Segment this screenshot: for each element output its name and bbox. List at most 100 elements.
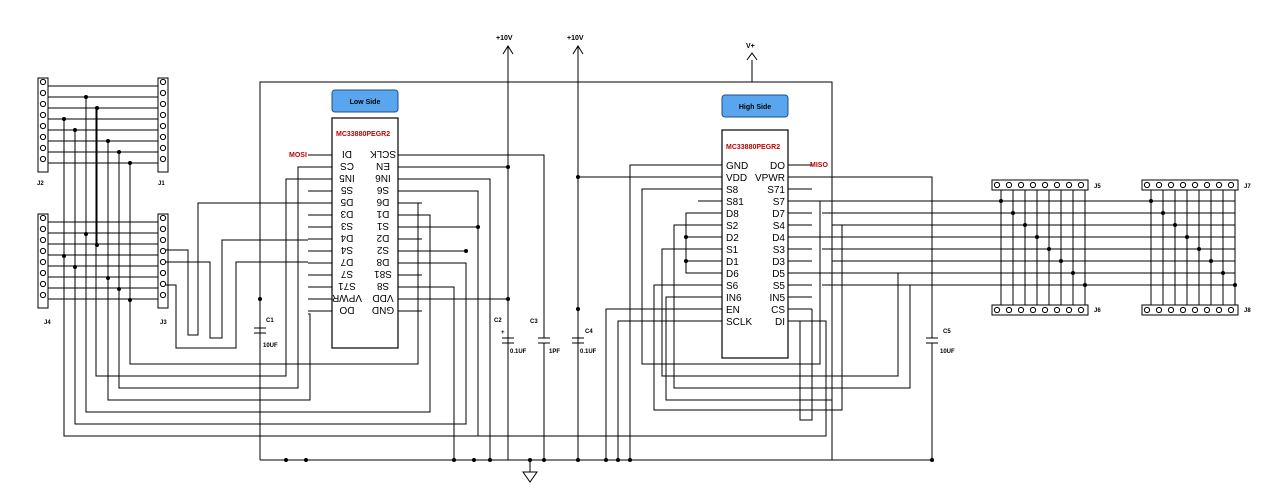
low-side-pin-left: IN5 — [339, 172, 355, 183]
c4-ref: C4 — [585, 329, 593, 335]
junction-dot — [1035, 235, 1039, 239]
high-side-pin-left: D6 — [726, 269, 739, 280]
junction-dot — [506, 297, 510, 301]
junction-dot — [576, 175, 580, 179]
connector-pad — [39, 100, 47, 108]
low-side-pin-left: S71 — [338, 280, 356, 291]
j6-label: J6 — [1094, 308, 1101, 314]
low-side-pin-right: S2 — [376, 244, 389, 255]
low-side-pin-left: VPWR — [332, 292, 362, 303]
c2-value: 0.1UF — [510, 349, 527, 355]
high-side-pin-left: S81 — [726, 197, 744, 208]
junction-dot — [452, 458, 456, 462]
low-side-pin-right: D1 — [376, 208, 389, 219]
connector-pad — [39, 247, 47, 255]
connector-pad — [1191, 181, 1199, 189]
connector-pad — [1215, 306, 1223, 314]
low-side-pin-right: GND — [372, 304, 394, 315]
connector-pad — [1155, 181, 1163, 189]
junction-dot — [930, 458, 934, 462]
low-side-pin-right: D6 — [376, 196, 389, 207]
junction-dot — [304, 458, 308, 462]
connector-pad — [39, 78, 47, 86]
routing — [63, 97, 1235, 462]
connector-pad — [159, 225, 167, 233]
connector-pad — [159, 214, 167, 222]
connector-pad — [1053, 181, 1061, 189]
connector-pad — [159, 133, 167, 141]
junction-dot — [1047, 247, 1051, 251]
high-side-pin-right: VPWR — [755, 173, 785, 184]
low-side-pin-right: S81 — [374, 268, 392, 279]
junction-dot — [488, 458, 492, 462]
connector-pad — [1065, 181, 1073, 189]
junction-dot — [628, 458, 632, 462]
high-side-pin-right: S71 — [767, 185, 785, 196]
connector-pad — [39, 133, 47, 141]
low-side-pin-right: D8 — [376, 256, 389, 267]
high-side-pin-left: D1 — [726, 257, 739, 268]
junction-dot — [1209, 259, 1213, 263]
high-side-chip: High Side MC33880PEGR2 GNDVDDS8S81D8S2D2… — [698, 94, 812, 359]
connector-pad — [1227, 181, 1235, 189]
junction-dot — [576, 458, 580, 462]
j7-label: J7 — [1244, 184, 1251, 190]
low-side-pin-right: VDD — [372, 292, 393, 303]
low-side-pin-left: DO — [339, 304, 354, 315]
junction-dot — [1149, 199, 1153, 203]
connector-pad — [159, 247, 167, 255]
c5-ref: C5 — [943, 329, 951, 335]
svg-text:+: + — [501, 330, 505, 336]
high-side-pin-right: S5 — [773, 281, 786, 292]
low-side-pin-right: S1 — [376, 220, 389, 231]
connector-pad — [1005, 181, 1013, 189]
connector-pad — [159, 122, 167, 130]
junction-dot — [616, 458, 620, 462]
low-side-badge: Low Side — [350, 99, 381, 106]
high-side-pin-left: S2 — [726, 221, 739, 232]
connector-pad — [39, 280, 47, 288]
high-side-pin-right: DI — [775, 317, 785, 328]
connector-pad — [1203, 181, 1211, 189]
j2-label: J2 — [37, 181, 44, 187]
junction-dot — [1059, 259, 1063, 263]
high-side-pin-left: SCLK — [726, 317, 752, 328]
connector-pad — [159, 100, 167, 108]
capacitors: + — [254, 300, 938, 462]
connector-pad — [159, 269, 167, 277]
connector-pad — [1155, 306, 1163, 314]
connector-pad — [1191, 306, 1199, 314]
connector-pad — [39, 225, 47, 233]
connector-pad — [39, 89, 47, 97]
connector-j5 — [991, 179, 1089, 191]
mosi-label: MOSI — [289, 152, 307, 159]
connector-pad — [159, 258, 167, 266]
connector-pad — [1077, 181, 1085, 189]
low-side-pin-left: S3 — [340, 220, 353, 231]
junction-dot — [576, 307, 580, 311]
junction-dot — [684, 259, 688, 263]
high-side-pin-right: D7 — [772, 209, 785, 220]
high-side-pin-left: EN — [726, 305, 740, 316]
connector-j8 — [1141, 304, 1239, 316]
connector-pad — [1053, 306, 1061, 314]
connector-pad — [1017, 181, 1025, 189]
connector-pad — [159, 291, 167, 299]
c3-value: 1PF — [549, 349, 560, 355]
junction-dot — [1011, 211, 1015, 215]
low-side-pin-left: DI — [342, 148, 352, 159]
high-side-pin-right: IN5 — [769, 293, 785, 304]
high-side-pin-left: VDD — [726, 173, 747, 184]
connector-pad — [1029, 181, 1037, 189]
high-side-pin-right: S4 — [773, 221, 786, 232]
v10-label-left: +10V — [496, 35, 513, 42]
miso-label: MISO — [810, 162, 828, 169]
c3-ref: C3 — [530, 319, 538, 325]
low-side-pin-left: D4 — [340, 232, 353, 243]
high-side-pin-left: D8 — [726, 209, 739, 220]
low-side-pin-left: CS — [340, 160, 354, 171]
connector-pad — [1203, 306, 1211, 314]
connector-pad — [1077, 306, 1085, 314]
connector-pad — [993, 181, 1001, 189]
connector-pad — [1005, 306, 1013, 314]
